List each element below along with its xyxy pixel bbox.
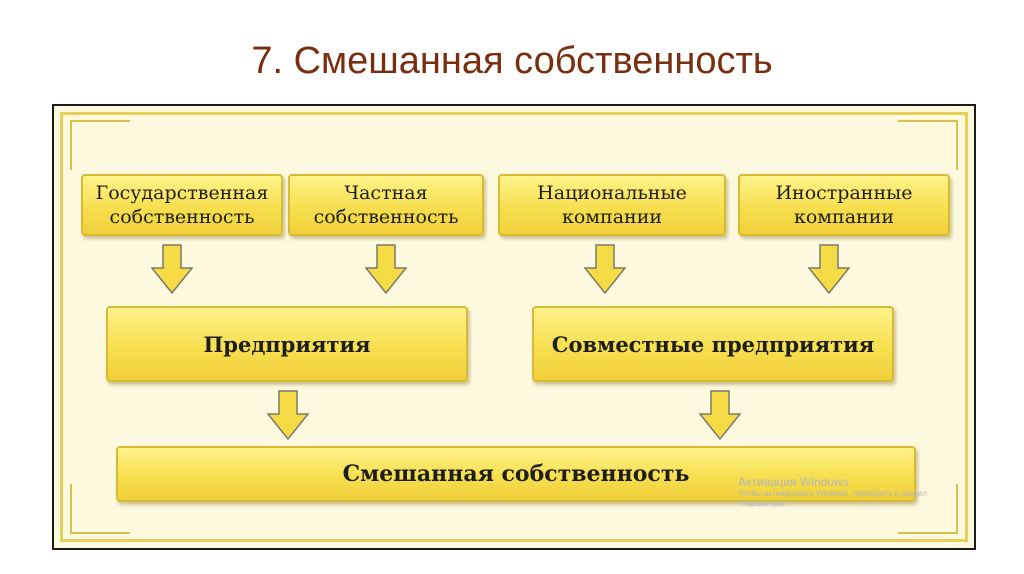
box-foreign-companies-line1: Иностранные: [775, 182, 913, 204]
box-private-property-line2: собственность: [313, 206, 459, 228]
windows-activation-watermark: Активация Windows Чтобы активировать Win…: [738, 475, 968, 509]
box-state-property-line2: собственность: [109, 206, 255, 228]
down-arrow-icon: [584, 244, 626, 294]
box-joint-ventures: Совместные предприятия: [532, 306, 894, 382]
corner-accent: [898, 532, 958, 534]
box-national-companies-line1: Национальные: [537, 182, 687, 204]
box-mixed-property-label: Смешанная собственность: [342, 461, 690, 487]
down-arrow-icon: [267, 390, 309, 440]
box-enterprises-label: Предприятия: [203, 331, 371, 357]
corner-accent: [70, 484, 72, 534]
box-mixed-property: Смешанная собственность: [116, 446, 916, 502]
box-national-companies: Национальные компании: [498, 174, 726, 236]
box-private-property-line1: Частная: [344, 182, 428, 204]
box-private-property: Частная собственность: [288, 174, 484, 236]
box-foreign-companies: Иностранные компании: [738, 174, 950, 236]
down-arrow-icon: [365, 244, 407, 294]
down-arrow-icon: [699, 390, 741, 440]
watermark-subtitle: Чтобы активировать Windows, перейдите в …: [738, 489, 927, 508]
diagram-panel: Государственная собственность Частная со…: [52, 104, 976, 550]
watermark-title: Активация Windows: [738, 475, 849, 489]
corner-accent: [898, 120, 958, 122]
corner-accent: [956, 120, 958, 170]
corner-accent: [70, 532, 130, 534]
corner-accent: [70, 120, 72, 170]
box-state-property: Государственная собственность: [81, 174, 283, 236]
decorative-frame: [60, 112, 968, 542]
box-state-property-line1: Государственная: [95, 182, 269, 204]
box-national-companies-line2: компании: [561, 206, 663, 228]
down-arrow-icon: [808, 244, 850, 294]
box-foreign-companies-line2: компании: [793, 206, 895, 228]
corner-accent: [70, 120, 130, 122]
corner-accent: [956, 484, 958, 534]
box-joint-ventures-label: Совместные предприятия: [551, 331, 875, 357]
down-arrow-icon: [151, 244, 193, 294]
box-enterprises: Предприятия: [106, 306, 468, 382]
slide-title: 7. Смешанная собственность: [251, 40, 773, 82]
